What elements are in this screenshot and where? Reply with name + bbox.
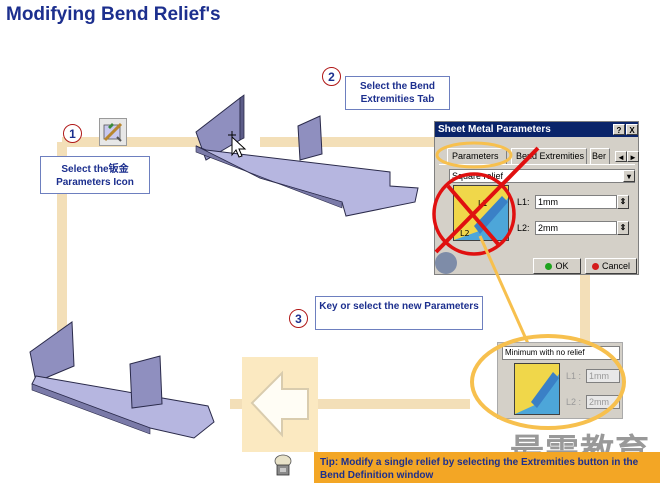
ok-button[interactable]: OK	[533, 258, 581, 274]
l2-input[interactable]: 2mm	[535, 221, 617, 235]
ok-icon	[545, 263, 553, 271]
step-2-callout: Select the Bend Extremities Tab	[345, 76, 450, 110]
dialog-title: Sheet Metal Parameters	[438, 124, 551, 135]
tab-divider	[439, 164, 635, 165]
zoom-l1-label: L1 :	[566, 371, 582, 381]
zoomed-parameters-panel: Minimum with no relief L1 : 1mm L2 : 2mm	[497, 342, 623, 419]
relief-type-value: Square relief	[452, 171, 504, 181]
tab-bend-more[interactable]: Ber	[590, 148, 610, 164]
step-1-callout: Select the钣金 Parameters Icon	[40, 156, 150, 194]
dialog-title-bar: Sheet Metal Parameters	[435, 122, 638, 137]
cancel-button-label: Cancel	[601, 261, 630, 271]
step-2-number: 2	[322, 67, 341, 86]
tip-icon	[272, 453, 294, 477]
tab-scroll-left[interactable]: ◄	[615, 151, 627, 162]
sheet-metal-parameters-dialog: Sheet Metal Parameters ? X Parameters Be…	[434, 121, 639, 275]
l2-label: L2:	[517, 223, 530, 233]
zoom-relief-preview-icon	[514, 363, 560, 415]
page-title: Modifying Bend Relief's	[6, 4, 221, 25]
ok-button-label: OK	[555, 261, 569, 271]
chevron-down-icon[interactable]: ▾	[623, 170, 635, 182]
relief-preview-icon: L1 L2	[453, 185, 509, 241]
l2-stepper[interactable]: ⇕	[617, 221, 629, 235]
back-arrow-icon	[250, 370, 309, 438]
relief-type-select[interactable]: Square relief	[449, 169, 635, 183]
sheet-metal-parameters-icon[interactable]	[99, 118, 127, 146]
l1-label: L1:	[517, 197, 530, 207]
step-3-number: 3	[289, 309, 308, 328]
tab-bend-extremities[interactable]: Bend Extremities	[511, 148, 587, 164]
zoom-l2-label: L2 :	[566, 397, 582, 407]
sheet-metal-part-top	[195, 94, 419, 217]
zoom-relief-type-select[interactable]: Minimum with no relief	[502, 346, 620, 360]
step-1-number: 1	[63, 124, 82, 143]
cursor-arrow-icon	[228, 131, 247, 158]
step-3-callout: Key or select the new Parameters	[315, 296, 483, 330]
cancel-icon	[591, 263, 599, 271]
zoom-l2-input[interactable]: 2mm	[586, 395, 620, 409]
svg-text:L1: L1	[478, 199, 488, 208]
dialog-help-button[interactable]: ?	[613, 124, 625, 135]
zoom-l1-input[interactable]: 1mm	[586, 369, 620, 383]
sheet-metal-part-bottom	[29, 321, 215, 439]
l1-stepper[interactable]: ⇕	[617, 195, 629, 209]
l1-input[interactable]: 1mm	[535, 195, 617, 209]
tab-scroll-right[interactable]: ►	[627, 151, 639, 162]
svg-text:L2: L2	[460, 229, 470, 238]
background-sphere	[435, 252, 457, 274]
cancel-button[interactable]: Cancel	[585, 258, 637, 274]
tip-banner: Tip: Modify a single relief by selecting…	[314, 452, 660, 483]
back-arrow-panel	[242, 357, 318, 452]
dialog-close-button[interactable]: X	[626, 124, 638, 135]
tab-parameters[interactable]: Parameters	[447, 148, 507, 164]
